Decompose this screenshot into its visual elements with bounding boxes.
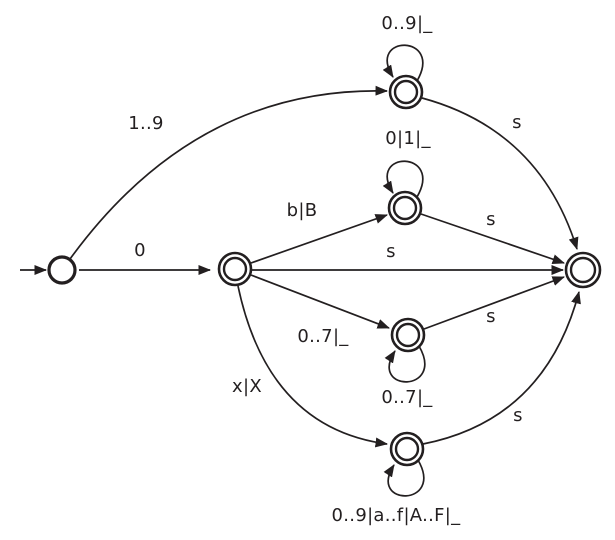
- state-decimal-inner-ring: [393, 79, 419, 105]
- label-s-binary: s: [486, 209, 496, 230]
- label-octal-loop: 0..7|_: [381, 387, 433, 408]
- edge-decimal-to-accept: [421, 97, 579, 250]
- label-b-or-B: b|B: [286, 200, 318, 221]
- label-decimal-loop: 0..9|_: [381, 13, 433, 34]
- edge-after-zero-to-octal: [250, 274, 390, 329]
- label-s-middle: s: [386, 241, 396, 262]
- state-octal-inner-ring: [395, 322, 421, 348]
- edge-decimal-self-loop: [382, 44, 424, 82]
- edge-octal-to-accept: [423, 276, 565, 330]
- state-accept-inner-ring: [569, 256, 597, 284]
- edge-after-zero-to-binary: [250, 214, 388, 264]
- label-x-or-X: x|X: [232, 376, 262, 397]
- edge-start-to-decimal: [69, 85, 388, 260]
- label-s-hex: s: [513, 405, 523, 426]
- state-binary-inner-ring: [392, 195, 418, 221]
- state-start: [47, 255, 77, 285]
- label-zero: 0: [134, 240, 146, 261]
- label-binary-loop: 0|1|_: [385, 128, 431, 149]
- edge-after-zero-to-hex: [237, 285, 388, 448]
- label-s-octal: s: [486, 306, 496, 327]
- edge-octal-self-loop: [384, 345, 426, 383]
- label-hex-loop: 0..9|a..f|A..F|_: [331, 505, 461, 526]
- edge-binary-self-loop: [382, 160, 424, 198]
- state-after-zero-inner-ring: [222, 256, 248, 282]
- state-hex-inner-ring: [394, 436, 420, 462]
- edge-hex-to-accept: [422, 291, 581, 445]
- edge-hex-self-loop: [383, 459, 425, 497]
- edge-binary-to-accept: [420, 213, 565, 265]
- label-octal-in: 0..7|_: [297, 326, 349, 347]
- label-s-decimal: s: [512, 112, 522, 133]
- label-one-to-nine: 1..9: [128, 113, 164, 134]
